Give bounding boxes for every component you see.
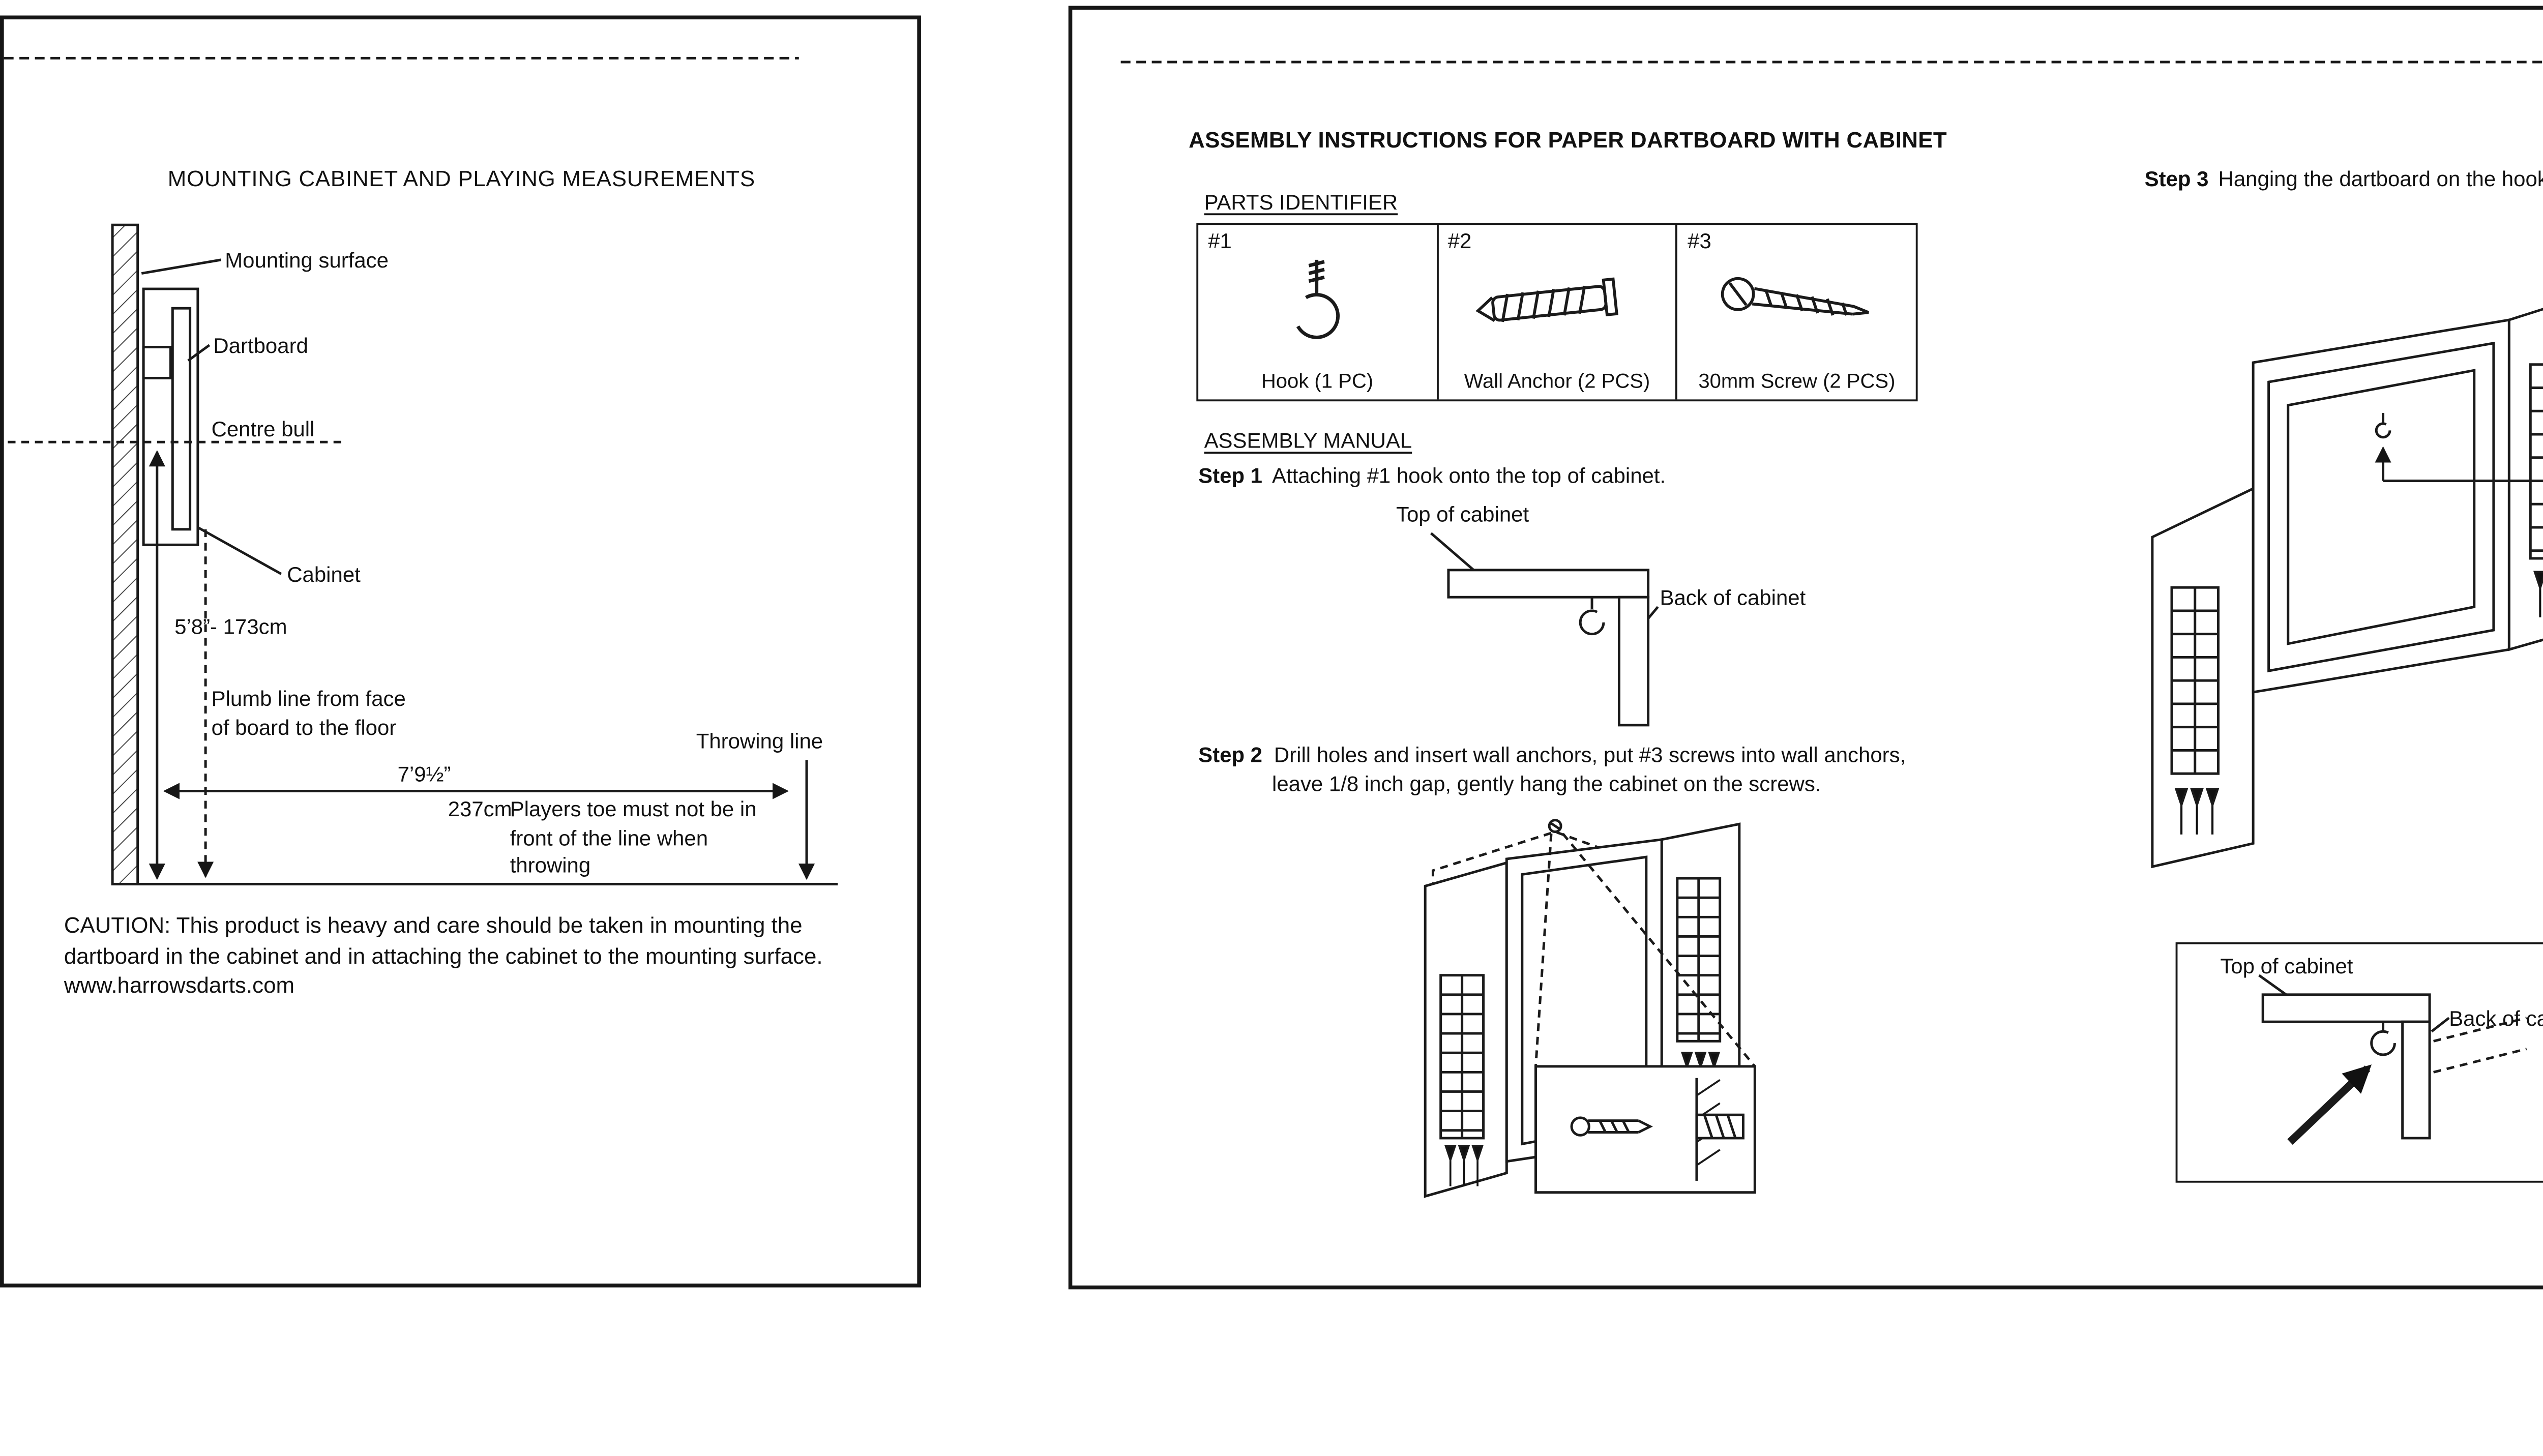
right-door-open [2507,308,2543,651]
part-number: #1 [1208,230,1232,254]
hook-icon [1294,259,1341,339]
parts-table: #1 Hook (1 PC) #2 [1196,223,1918,402]
part-cell-hook: #1 Hook (1 PC) [1198,225,1438,400]
step3-diagram [2151,308,2543,869]
part-label: Wall Anchor (2 PCS) [1464,370,1650,394]
inset-back-of-cabinet-label: Back of cabinet [2449,1008,2543,1032]
label-players-toe: Players toe must not be in front of the … [510,797,757,881]
label-plumb-line-1: Plumb line from face [211,688,406,712]
step1-back-of-cabinet-label: Back of cabinet [1660,587,1806,611]
label-throwing-line: Throwing line [696,731,823,755]
hook-detail-inset: Top of cabinet Back of cabinet [2175,942,2543,1183]
step1-top-of-cabinet-label: Top of cabinet [1396,504,1529,527]
step1-instruction: Attaching #1 hook onto the top of cabine… [1272,465,1666,489]
step2-instruction-line2: leave 1/8 inch gap, gently hang the cabi… [1272,774,1821,797]
inset-top-of-cabinet-label: Top of cabinet [2220,956,2353,979]
step1-text: Step 1 Attaching #1 hook onto the top of … [1198,463,1666,490]
left-door [1424,861,1508,1198]
hook-icon [1579,609,1605,636]
caution-line-3: www.harrowsdarts.com [64,975,295,999]
step2-diagram [1424,819,1756,1198]
assembly-manual-heading: ASSEMBLY MANUAL [1204,430,1412,454]
screw-point-icon [1548,819,1562,834]
mount-bracket [142,345,172,379]
step1-diagram [1430,532,1659,727]
caution-text: CAUTION: This product is heavy and care … [64,913,823,1003]
part-number: #2 [1447,230,1472,254]
step2-instruction-line1: Drill holes and insert wall anchors, put… [1274,745,1906,768]
scoreboard-right [2529,363,2543,560]
cabinet-opening [2287,369,2476,645]
leader-dartboard [187,344,211,362]
hook-icon [2370,1030,2396,1056]
caution-line-2: dartboard in the cabinet and in attachin… [64,945,823,969]
step3-instruction: Hanging the dartboard on the hook. [2218,168,2543,192]
left-title: MOUNTING CABINET AND PLAYING MEASUREMENT… [167,168,755,192]
part-cell-anchor: #2 Wall Anchor (2 PCS) [1438,225,1678,400]
screw-icon [1570,1116,1590,1137]
step1-label: Step 1 [1198,465,1262,489]
mounting-diagram [4,56,838,885]
screw-icon [1720,277,1869,316]
step2-text: Step 2 Drill holes and insert wall anchor… [1198,742,1906,769]
step3-text: Step 3 Hanging the dartboard on the hook. [2145,167,2543,194]
label-centre-bull: Centre bull [211,419,315,442]
caution-line-1: CAUTION: This product is heavy and care … [64,915,803,939]
parts-identifier-heading: PARTS IDENTIFIER [1204,192,1398,216]
part-label: Hook (1 PC) [1261,370,1374,394]
leader-mounting-surface [141,258,222,275]
part-cell-screw: #3 30mm Screw (2 PCS) [1678,225,1916,399]
label-players-toe-1: Players toe must not be in [510,798,757,822]
label-cabinet: Cabinet [287,564,361,588]
cabinet-frame [2267,341,2495,673]
assembly-diagrams [1120,61,2543,1198]
left-door-open [2151,486,2255,869]
step3-label: Step 3 [2144,168,2209,192]
label-players-toe-3: throwing [510,855,591,879]
dartboard-side-view [171,307,192,531]
left-page-panel: MOUNTING CABINET AND PLAYING MEASUREMENT… [0,15,921,1288]
wall-anchor-icon [1475,277,1618,322]
hook-detail-diagram [2258,974,2527,1145]
cabinet-body [2252,318,2510,694]
part-number: #3 [1688,230,1711,254]
label-plumb-line-2: of board to the floor [211,717,397,741]
label-board-height: 5’8”- 173cm [174,616,287,640]
step2-label: Step 2 [1198,745,1262,768]
right-title: ASSEMBLY INSTRUCTIONS FOR PAPER DARTBOAR… [1189,130,1947,154]
right-page-panel: ASSEMBLY INSTRUCTIONS FOR PAPER DARTBOAR… [1068,6,2543,1290]
part-label: 30mm Screw (2 PCS) [1698,370,1896,394]
label-dartboard: Dartboard [213,335,308,359]
wall-hatch [111,223,139,885]
leader-cabinet [197,526,282,575]
label-distance-metric: 237cm [448,798,512,822]
label-distance-imperial: 7’9½” [397,764,451,787]
label-players-toe-2: front of the line when [510,827,708,850]
label-mounting-surface: Mounting surface [225,250,389,274]
label-plumb-line: Plumb line from face of board to the flo… [212,687,406,745]
